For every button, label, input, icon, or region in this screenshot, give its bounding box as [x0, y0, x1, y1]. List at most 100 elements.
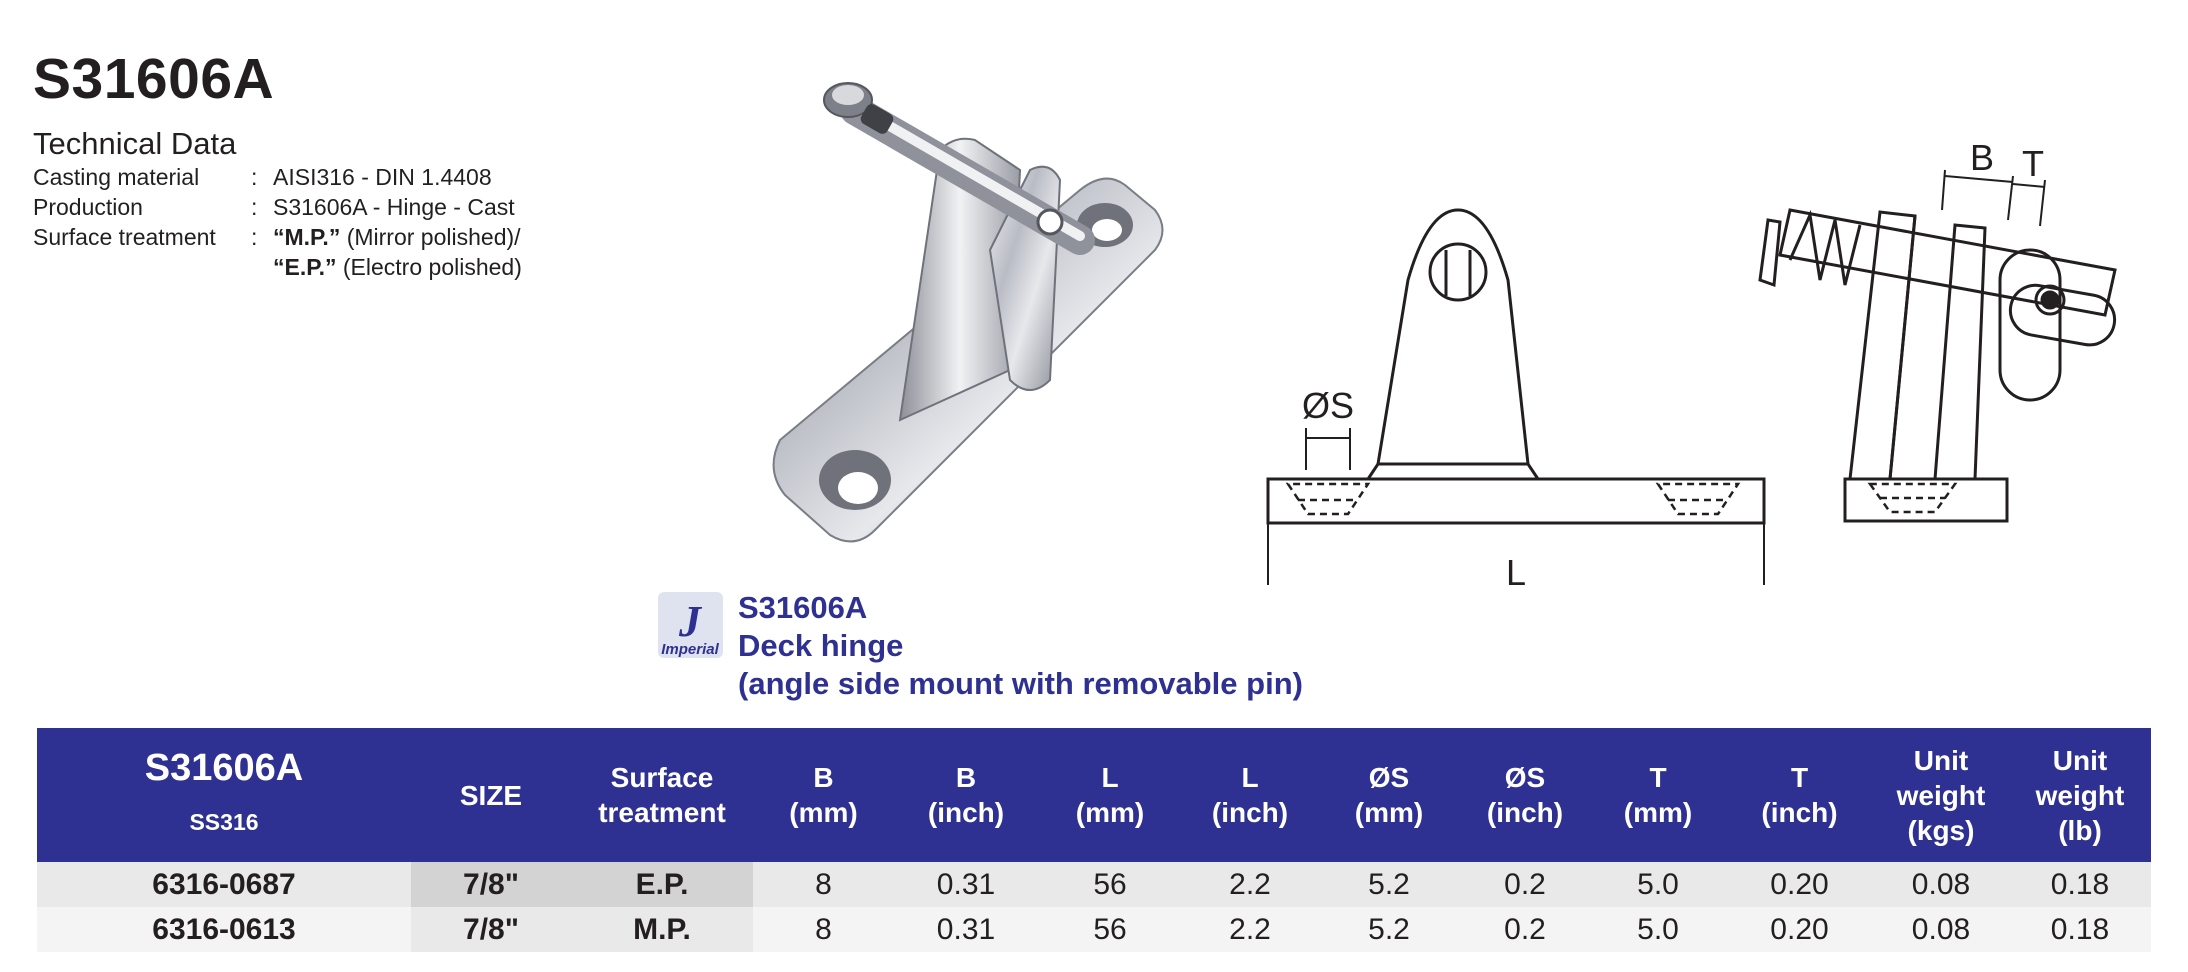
header-line: L	[1101, 762, 1119, 793]
table-header-t-inch: T (inch)	[1726, 728, 1873, 862]
product-photo	[772, 82, 1164, 543]
header-line: (inch)	[1761, 797, 1838, 828]
header-line: T	[1790, 762, 1809, 793]
spec-value-bold: “M.P.”	[273, 224, 341, 250]
spec-row-casting-material: Casting material : AISI316 - DIN 1.4408	[33, 162, 492, 192]
header-line: weight	[2035, 779, 2125, 811]
spec-colon: :	[251, 224, 258, 250]
table-row: 6316-0687 7/8" E.P. 8 0.31 56 2.2 5.2 0.…	[37, 862, 2151, 907]
header-line: (mm)	[1623, 797, 1693, 828]
header-line: ØS	[1504, 762, 1546, 793]
cell-size: 7/8"	[411, 907, 571, 952]
cell-t-inch: 0.20	[1726, 862, 1873, 907]
table-header-s-inch: ØS (inch)	[1460, 728, 1590, 862]
spec-row-surface-treatment-2: “E.P.” (Electro polished)	[33, 252, 522, 282]
header-line: T	[1649, 762, 1667, 793]
table-header-t-mm: T (mm)	[1590, 728, 1726, 862]
spec-label: Casting material	[33, 164, 200, 190]
header-line: SIZE	[459, 779, 523, 811]
cell-t-mm: 5.0	[1590, 862, 1726, 907]
imperial-logo: J Imperial	[658, 592, 723, 658]
header-line: ØS	[1368, 762, 1410, 793]
logo-brand: Imperial	[661, 641, 719, 658]
cell-s-inch: 0.2	[1460, 862, 1590, 907]
cell-l-mm: 56	[1038, 907, 1182, 952]
table-header-size: SIZE	[411, 728, 571, 862]
cell-b-inch: 0.31	[894, 907, 1038, 952]
table-header-l-mm: L (mm)	[1038, 728, 1182, 862]
table-header-b-inch: B (inch)	[894, 728, 1038, 862]
cell-b-mm: 8	[753, 907, 894, 952]
header-line: Surface	[610, 762, 714, 793]
spec-label: Surface treatment	[33, 224, 216, 250]
header-line: Unit	[1913, 744, 1969, 776]
table-header-b-mm: B (mm)	[753, 728, 894, 862]
cell-weight-kgs: 0.08	[1873, 907, 2009, 952]
cell-weight-lb: 0.18	[2009, 862, 2151, 907]
spec-value: AISI316 - DIN 1.4408	[273, 164, 492, 190]
spec-value: S31606A - Hinge - Cast	[273, 194, 515, 220]
header-line: Unit	[2052, 744, 2108, 776]
cell-l-inch: 2.2	[1182, 907, 1318, 952]
dimension-label-t: T	[2022, 143, 2044, 184]
spec-colon	[251, 252, 273, 282]
table-row: 6316-0613 7/8" M.P. 8 0.31 56 2.2 5.2 0.…	[37, 907, 2151, 952]
cell-b-mm: 8	[753, 862, 894, 907]
side-view-drawing: B T	[1758, 137, 2117, 523]
spec-value-text: (Electro polished)	[336, 254, 522, 280]
header-line: (kgs)	[1907, 814, 1975, 846]
cell-product-code: 6316-0613	[37, 907, 411, 952]
cell-s-mm: 5.2	[1318, 862, 1460, 907]
header-line: (mm)	[789, 797, 858, 828]
spec-value: “M.P.” (Mirror polished)/	[273, 222, 521, 252]
front-view-drawing: ØS L	[1266, 208, 1766, 593]
dimension-label-l: L	[1506, 552, 1526, 593]
cell-weight-lb: 0.18	[2009, 907, 2151, 952]
technical-data-title: Technical Data	[33, 126, 237, 161]
dimension-label-s: ØS	[1302, 385, 1354, 426]
header-line: (mm)	[1354, 797, 1424, 828]
header-line: treatment	[598, 797, 726, 828]
cell-l-mm: 56	[1038, 862, 1182, 907]
dimension-label-b: B	[1970, 137, 1994, 178]
spec-row-surface-treatment: Surface treatment : “M.P.” (Mirror polis…	[33, 222, 521, 252]
cell-weight-kgs: 0.08	[1873, 862, 2009, 907]
cell-s-mm: 5.2	[1318, 907, 1460, 952]
header-line: (mm)	[1075, 797, 1145, 828]
logo-letter: J	[678, 597, 703, 646]
caption-name: Deck hinge	[738, 628, 904, 663]
table-header-s-mm: ØS (mm)	[1318, 728, 1460, 862]
caption-detail: (angle side mount with removable pin)	[738, 666, 1303, 701]
header-line: weight	[1896, 779, 1986, 811]
header-line: (inch)	[1486, 797, 1564, 828]
header-line: L	[1241, 762, 1259, 793]
cell-t-inch: 0.20	[1726, 907, 1873, 952]
header-line: (inch)	[1211, 797, 1289, 828]
header-line: B	[813, 762, 834, 793]
spec-colon: :	[251, 164, 258, 190]
cell-product-code: 6316-0687	[37, 862, 411, 907]
spec-value-bold: “E.P.”	[273, 254, 337, 280]
spec-value-text: (Mirror polished)/	[340, 224, 521, 250]
spec-label	[33, 252, 251, 282]
cell-b-inch: 0.31	[894, 862, 1038, 907]
header-line: (inch)	[927, 797, 1005, 828]
spec-colon: :	[251, 194, 258, 220]
cell-s-inch: 0.2	[1460, 907, 1590, 952]
header-line: B	[955, 762, 977, 793]
cell-surface: E.P.	[571, 862, 753, 907]
product-code: S31606A	[33, 47, 275, 111]
spec-value: “E.P.” (Electro polished)	[273, 252, 522, 282]
cell-l-inch: 2.2	[1182, 862, 1318, 907]
cell-surface: M.P.	[571, 907, 753, 952]
table-header-surface-treatment: Surface treatment	[571, 728, 753, 862]
table-header-l-inch: L (inch)	[1182, 728, 1318, 862]
spec-row-production: Production : S31606A - Hinge - Cast	[33, 192, 515, 222]
spec-label: Production	[33, 194, 143, 220]
header-line: (lb)	[2058, 814, 2102, 846]
cell-t-mm: 5.0	[1590, 907, 1726, 952]
